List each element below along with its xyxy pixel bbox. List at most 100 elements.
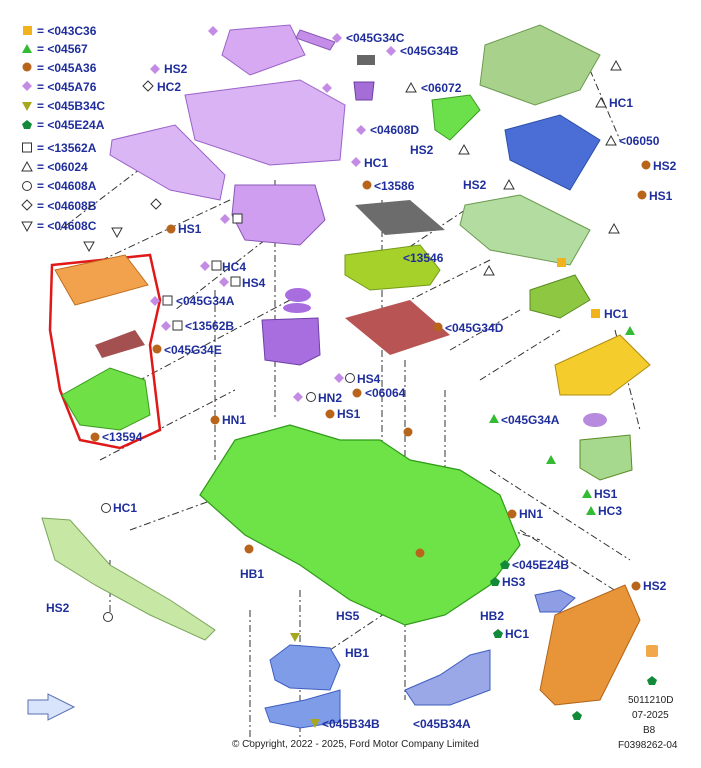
diamond-marker-icon xyxy=(200,261,210,271)
open-tri-down-marker-icon xyxy=(111,227,123,239)
lid-substrate-part xyxy=(459,194,591,266)
legend-open-diamond-icon xyxy=(21,199,33,211)
callout-label: HC1 xyxy=(604,307,628,321)
callout-label: HS2 xyxy=(653,159,677,173)
open-square-marker-icon xyxy=(230,276,241,287)
diamond-marker-icon xyxy=(322,83,332,93)
callout-label: <045B34A xyxy=(413,717,471,731)
callout-label: HS2 xyxy=(463,178,487,192)
open-triangle-marker-icon xyxy=(595,96,607,108)
diamond-marker-icon xyxy=(219,277,229,287)
callout-label: <06050 xyxy=(619,134,660,148)
legend-item: = <043C36 xyxy=(37,24,97,38)
latch-part xyxy=(529,274,591,319)
callout-labels: <045G34C <045G34B HS2 HC2 <04608D HC1 <0… xyxy=(46,31,677,731)
open-circle-marker-icon xyxy=(345,373,355,383)
clip-block-part xyxy=(353,81,375,101)
diamond-marker-icon xyxy=(150,296,160,306)
legend-open-circle-icon xyxy=(22,181,32,191)
diamond-marker-icon xyxy=(220,214,230,224)
gray-mat-part xyxy=(355,200,445,235)
yellow-bezel-part xyxy=(554,334,651,396)
diamond-marker-icon xyxy=(150,64,160,74)
open-circle-marker-icon xyxy=(103,612,113,622)
pentagon-marker-icon xyxy=(500,560,510,569)
pentagon-marker-icon xyxy=(647,676,657,685)
brown-circle-marker-icon xyxy=(325,409,335,419)
callout-label: HN2 xyxy=(318,391,342,405)
green-triangle-marker-icon xyxy=(625,326,635,335)
open-triangle-marker-icon xyxy=(608,222,620,234)
bezel-part xyxy=(109,124,226,201)
hinge-part xyxy=(431,94,481,141)
legend: = <043C36 = <04567 = <045A36 = <045A76 =… xyxy=(21,24,105,233)
small-cap-part xyxy=(646,645,658,657)
callout-label: <045B34B xyxy=(322,717,380,731)
clip-part xyxy=(357,55,375,65)
legend-open-tri-down-icon xyxy=(21,221,33,233)
copyright-text: © Copyright, 2022 - 2025, Ford Motor Com… xyxy=(232,739,479,750)
diamond-marker-icon xyxy=(332,33,342,43)
open-triangle-marker-icon xyxy=(503,178,515,190)
brown-circle-marker-icon xyxy=(403,427,413,437)
diagram-date: 07-2025 xyxy=(632,710,669,721)
brown-circle-marker-icon xyxy=(166,224,176,234)
legend-item: = <04567 xyxy=(37,42,88,56)
legend-item: = <04608B xyxy=(37,199,97,213)
yellow-square-marker-icon xyxy=(591,309,600,318)
olive-tri-down-marker-icon xyxy=(310,719,320,728)
red-clip-part xyxy=(95,330,145,358)
parts xyxy=(27,24,658,729)
callout-label: HS2 xyxy=(643,579,667,593)
pentagon-marker-icon xyxy=(572,711,582,720)
legend-item: = <045B34C xyxy=(37,99,105,113)
orange-panel-part xyxy=(539,584,641,706)
brown-circle-marker-icon xyxy=(90,432,100,442)
green-triangle-marker-icon xyxy=(489,414,499,423)
diamond-marker-icon xyxy=(293,392,303,402)
upper-bin-part xyxy=(221,24,306,76)
brown-circle-marker-icon xyxy=(507,509,517,519)
brown-circle-marker-icon xyxy=(415,548,425,558)
callout-label: <13562B xyxy=(185,319,234,333)
legend-item: = <13562A xyxy=(37,141,97,155)
callout-label: <13546 xyxy=(403,251,444,265)
pentagon-marker-icon xyxy=(493,629,503,638)
callout-label: <045G34D xyxy=(445,321,504,335)
callout-label: HS1 xyxy=(178,222,202,236)
highlight-outline xyxy=(48,253,162,450)
callout-label: <13594 xyxy=(102,430,143,444)
open-triangle-marker-icon xyxy=(610,59,622,71)
callout-label: HC1 xyxy=(609,96,633,110)
console-body-part xyxy=(199,424,521,626)
brown-circle-marker-icon xyxy=(152,344,162,354)
lime-tray-part xyxy=(344,244,441,291)
diagram-rev: B8 xyxy=(643,725,656,736)
cup-holder-part xyxy=(261,317,321,366)
legend-item: = <045E24A xyxy=(37,118,105,132)
open-tri-down-marker-icon xyxy=(83,241,95,253)
green-triangle-marker-icon xyxy=(582,489,592,498)
callout-label: <06064 xyxy=(365,386,406,400)
storage-bin-part xyxy=(231,184,326,246)
open-diamond-marker-icon xyxy=(142,80,154,92)
legend-item: = <06024 xyxy=(37,160,88,174)
blue-panel-part xyxy=(504,114,601,191)
brown-circle-marker-icon xyxy=(210,415,220,425)
footer: © Copyright, 2022 - 2025, Ford Motor Com… xyxy=(232,695,678,751)
legend-triangle-icon xyxy=(22,44,32,53)
callout-label: <06072 xyxy=(421,81,462,95)
side-trim-part xyxy=(41,517,216,641)
blue-bracket-part xyxy=(404,649,491,706)
callout-label: HC1 xyxy=(364,156,388,170)
legend-pentagon-icon xyxy=(22,120,32,129)
brown-circle-marker-icon xyxy=(641,160,651,170)
yellow-square-marker-icon xyxy=(557,258,566,267)
callout-label: HC4 xyxy=(222,260,246,274)
callout-label: HN1 xyxy=(222,413,246,427)
brown-circle-marker-icon xyxy=(244,544,254,554)
view-direction-arrow-icon xyxy=(27,693,76,721)
callout-label: <045G34B xyxy=(400,44,459,58)
pentagon-marker-icon xyxy=(490,577,500,586)
